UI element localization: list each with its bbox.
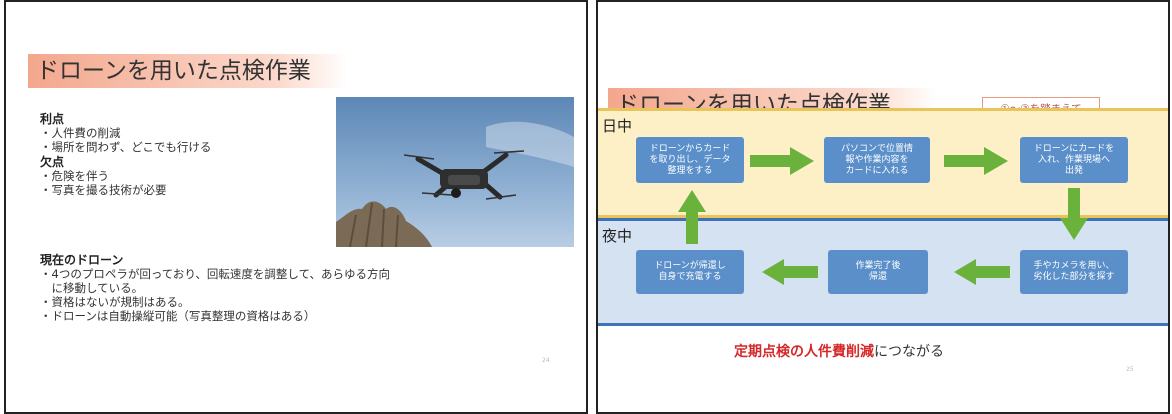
conclusion-text: 定期点検の人件費削減につながる	[734, 341, 944, 361]
current-drone-heading: 現在のドローン	[40, 253, 124, 267]
current-drone-item: ・ドローンは自動操縦可能（写真整理の資格はある）	[40, 309, 316, 323]
left-arrow-icon	[954, 259, 1010, 285]
page-number: 24	[542, 357, 550, 364]
slide-title: ドローンを用いた点検作業	[28, 54, 348, 88]
cons-heading: 欠点	[40, 155, 65, 169]
down-arrow-icon	[1060, 188, 1088, 240]
conclusion-rest: につながる	[874, 344, 944, 360]
step-box-enter-data: パソコンで位置情報や作業内容をカードに入れる	[824, 137, 930, 183]
right-arrow-icon	[750, 147, 814, 175]
step-box-extract-card: ドローンからカードを取り出し、データ整理をする	[636, 137, 744, 183]
page-number: 25	[1126, 366, 1134, 373]
current-drone-item: に移動している。	[40, 281, 144, 295]
pros-item: ・場所を問わず、どこでも行ける	[40, 140, 212, 154]
conclusion-highlight: 定期点検の人件費削減	[734, 344, 874, 360]
pros-heading: 利点	[40, 112, 65, 126]
drone-photo	[336, 97, 574, 247]
right-arrow-icon	[944, 147, 1008, 175]
current-drone-item: ・資格はないが規制はある。	[40, 295, 190, 309]
pros-item: ・人件費の削減	[40, 126, 121, 140]
cons-item: ・危険を伴う	[40, 169, 109, 183]
current-drone-item: ・4つのプロペラが回っており、回転速度を調整して、あらゆる方向	[40, 267, 391, 281]
daytime-label: 日中	[602, 117, 633, 135]
cons-item: ・写真を撮る技術が必要	[40, 183, 167, 197]
left-arrow-icon	[762, 259, 818, 285]
step-box-find-damage: 手やカメラを用い、劣化した部分を探す	[1020, 250, 1128, 294]
step-box-return-charge: ドローンが帰還し自身で充電する	[636, 250, 744, 294]
step-box-complete-return: 作業完了後帰還	[828, 250, 928, 294]
slide-drone-workflow: ドローンを用いた点検作業 ①〜③を踏まえて 日中 夜中 ドローンからカードを取り…	[596, 0, 1170, 414]
slide-drone-inspection-overview: ドローンを用いた点検作業 利点 ・人件費の削減 ・場所を問わず、どこでも行ける …	[4, 0, 588, 414]
nighttime-label: 夜中	[602, 227, 633, 245]
up-arrow-icon	[678, 190, 706, 244]
step-box-depart: ドローンにカードを入れ、作業現場へ出発	[1020, 137, 1128, 183]
